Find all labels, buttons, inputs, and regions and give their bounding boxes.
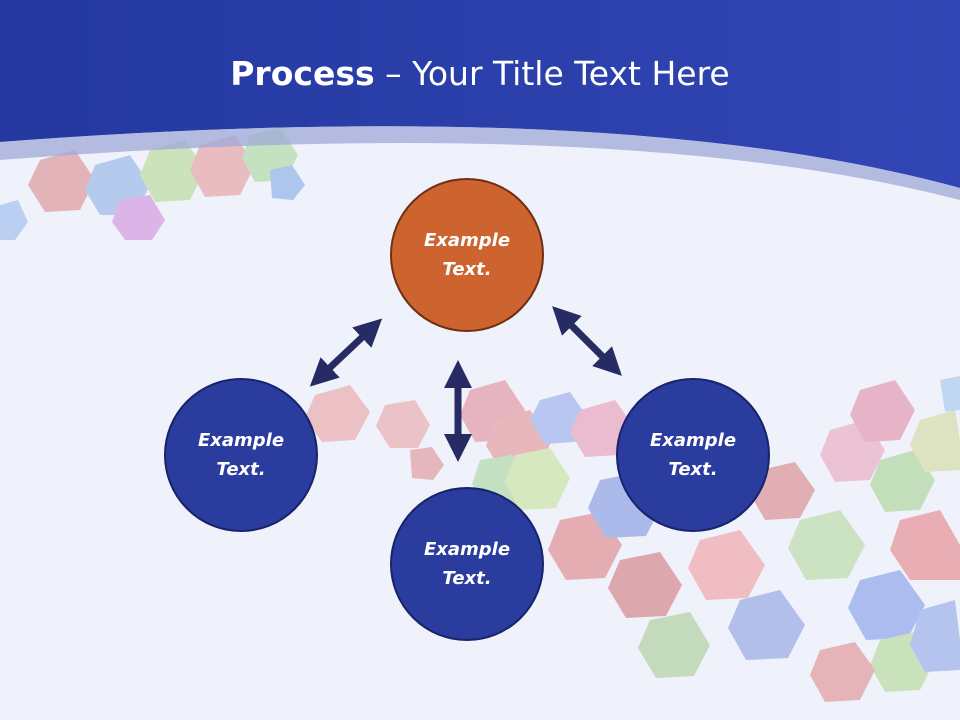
process-node-top-label: Example Text. [423,230,511,280]
decorative-polyhedra [0,128,960,702]
process-node-left-label: Example Text. [197,430,285,480]
process-node-bottom[interactable]: Example Text. [390,487,544,641]
slide-title: Process – Your Title Text Here [0,52,960,96]
slide-title-bold: Process [230,54,375,93]
slide-title-rest: – Your Title Text Here [374,54,730,93]
process-node-right[interactable]: Example Text. [616,378,770,532]
process-node-right-label: Example Text. [649,430,737,480]
process-node-bottom-label: Example Text. [423,539,511,589]
process-node-top[interactable]: Example Text. [390,178,544,332]
process-node-left[interactable]: Example Text. [164,378,318,532]
